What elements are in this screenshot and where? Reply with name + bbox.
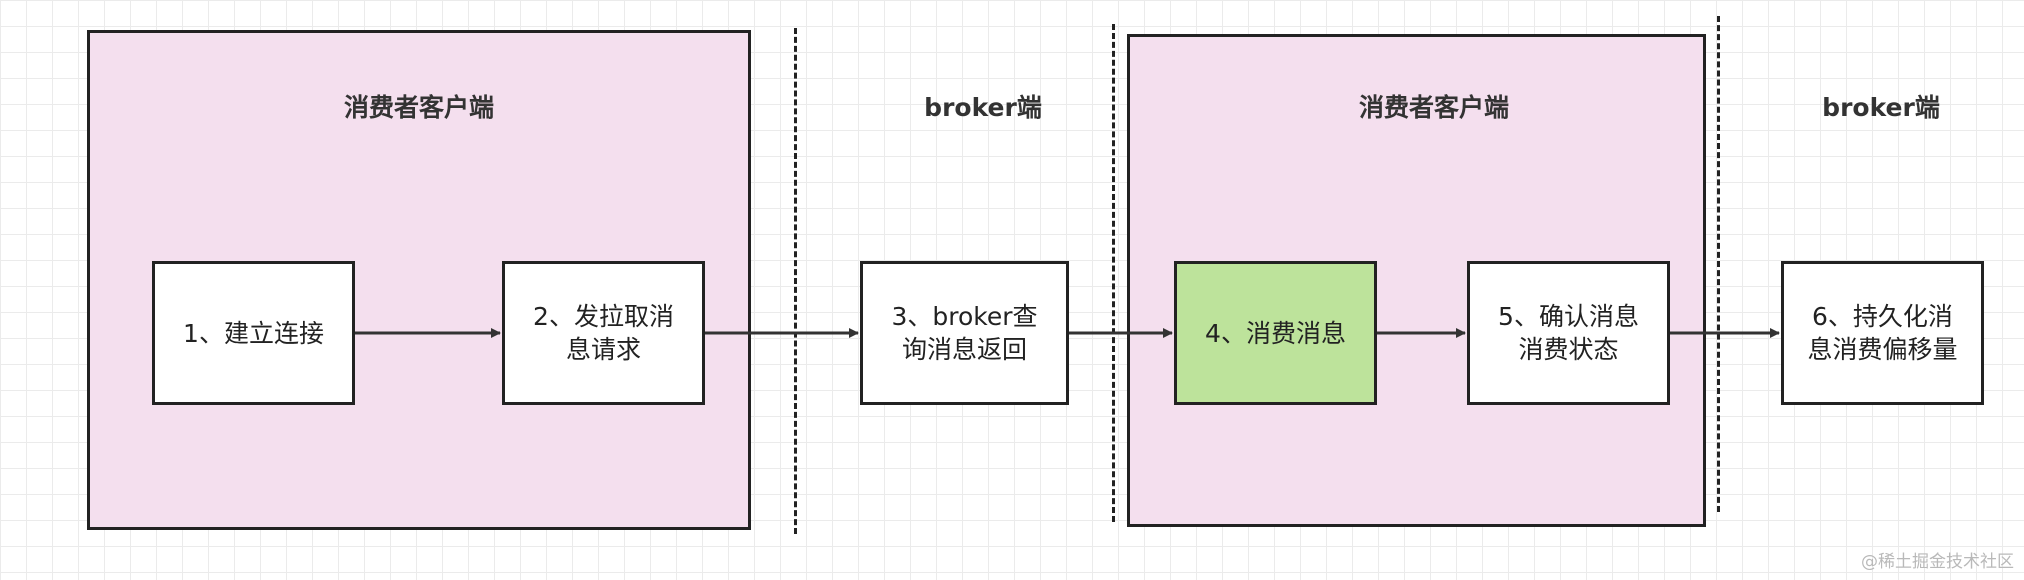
step-1-line-1: 1、建立连接 (183, 318, 324, 348)
step-6-line-2: 息消费偏移量 (1807, 335, 1958, 364)
step-5-confirm-status: 5、确认消息 消费状态 (1467, 261, 1670, 405)
step-2-pull-request: 2、发拉取消 息请求 (502, 261, 705, 405)
step-1-establish-connection: 1、建立连接 (152, 261, 355, 405)
step-5-line-2: 消费状态 (1518, 335, 1619, 364)
step-6-persist-offset: 6、持久化消 息消费偏移量 (1781, 261, 1984, 405)
step-2-line-2: 息请求 (565, 335, 641, 364)
step-4-consume-message: 4、消费消息 (1174, 261, 1377, 405)
step-5-line-1: 5、确认消息 (1498, 302, 1639, 331)
watermark: @稀土掘金技术社区 (1861, 552, 2014, 572)
divider-3 (1717, 16, 1720, 512)
zone-title-broker-2: broker端 (1822, 93, 1940, 122)
step-3-broker-query: 3、broker查 询消息返回 (860, 261, 1069, 405)
step-2-line-1: 2、发拉取消 (533, 302, 674, 331)
step-4-line-1: 4、消费消息 (1205, 318, 1346, 348)
step-3-line-2: 询消息返回 (901, 335, 1027, 364)
step-3-line-1: 3、broker查 (891, 302, 1038, 331)
zone-title-broker-1: broker端 (924, 93, 1042, 122)
divider-1 (794, 28, 797, 534)
region-title-consumer-2: 消费者客户端 (1358, 93, 1510, 122)
step-6-line-1: 6、持久化消 (1812, 302, 1953, 331)
divider-2 (1112, 24, 1115, 522)
region-title-consumer-1: 消费者客户端 (343, 93, 495, 122)
